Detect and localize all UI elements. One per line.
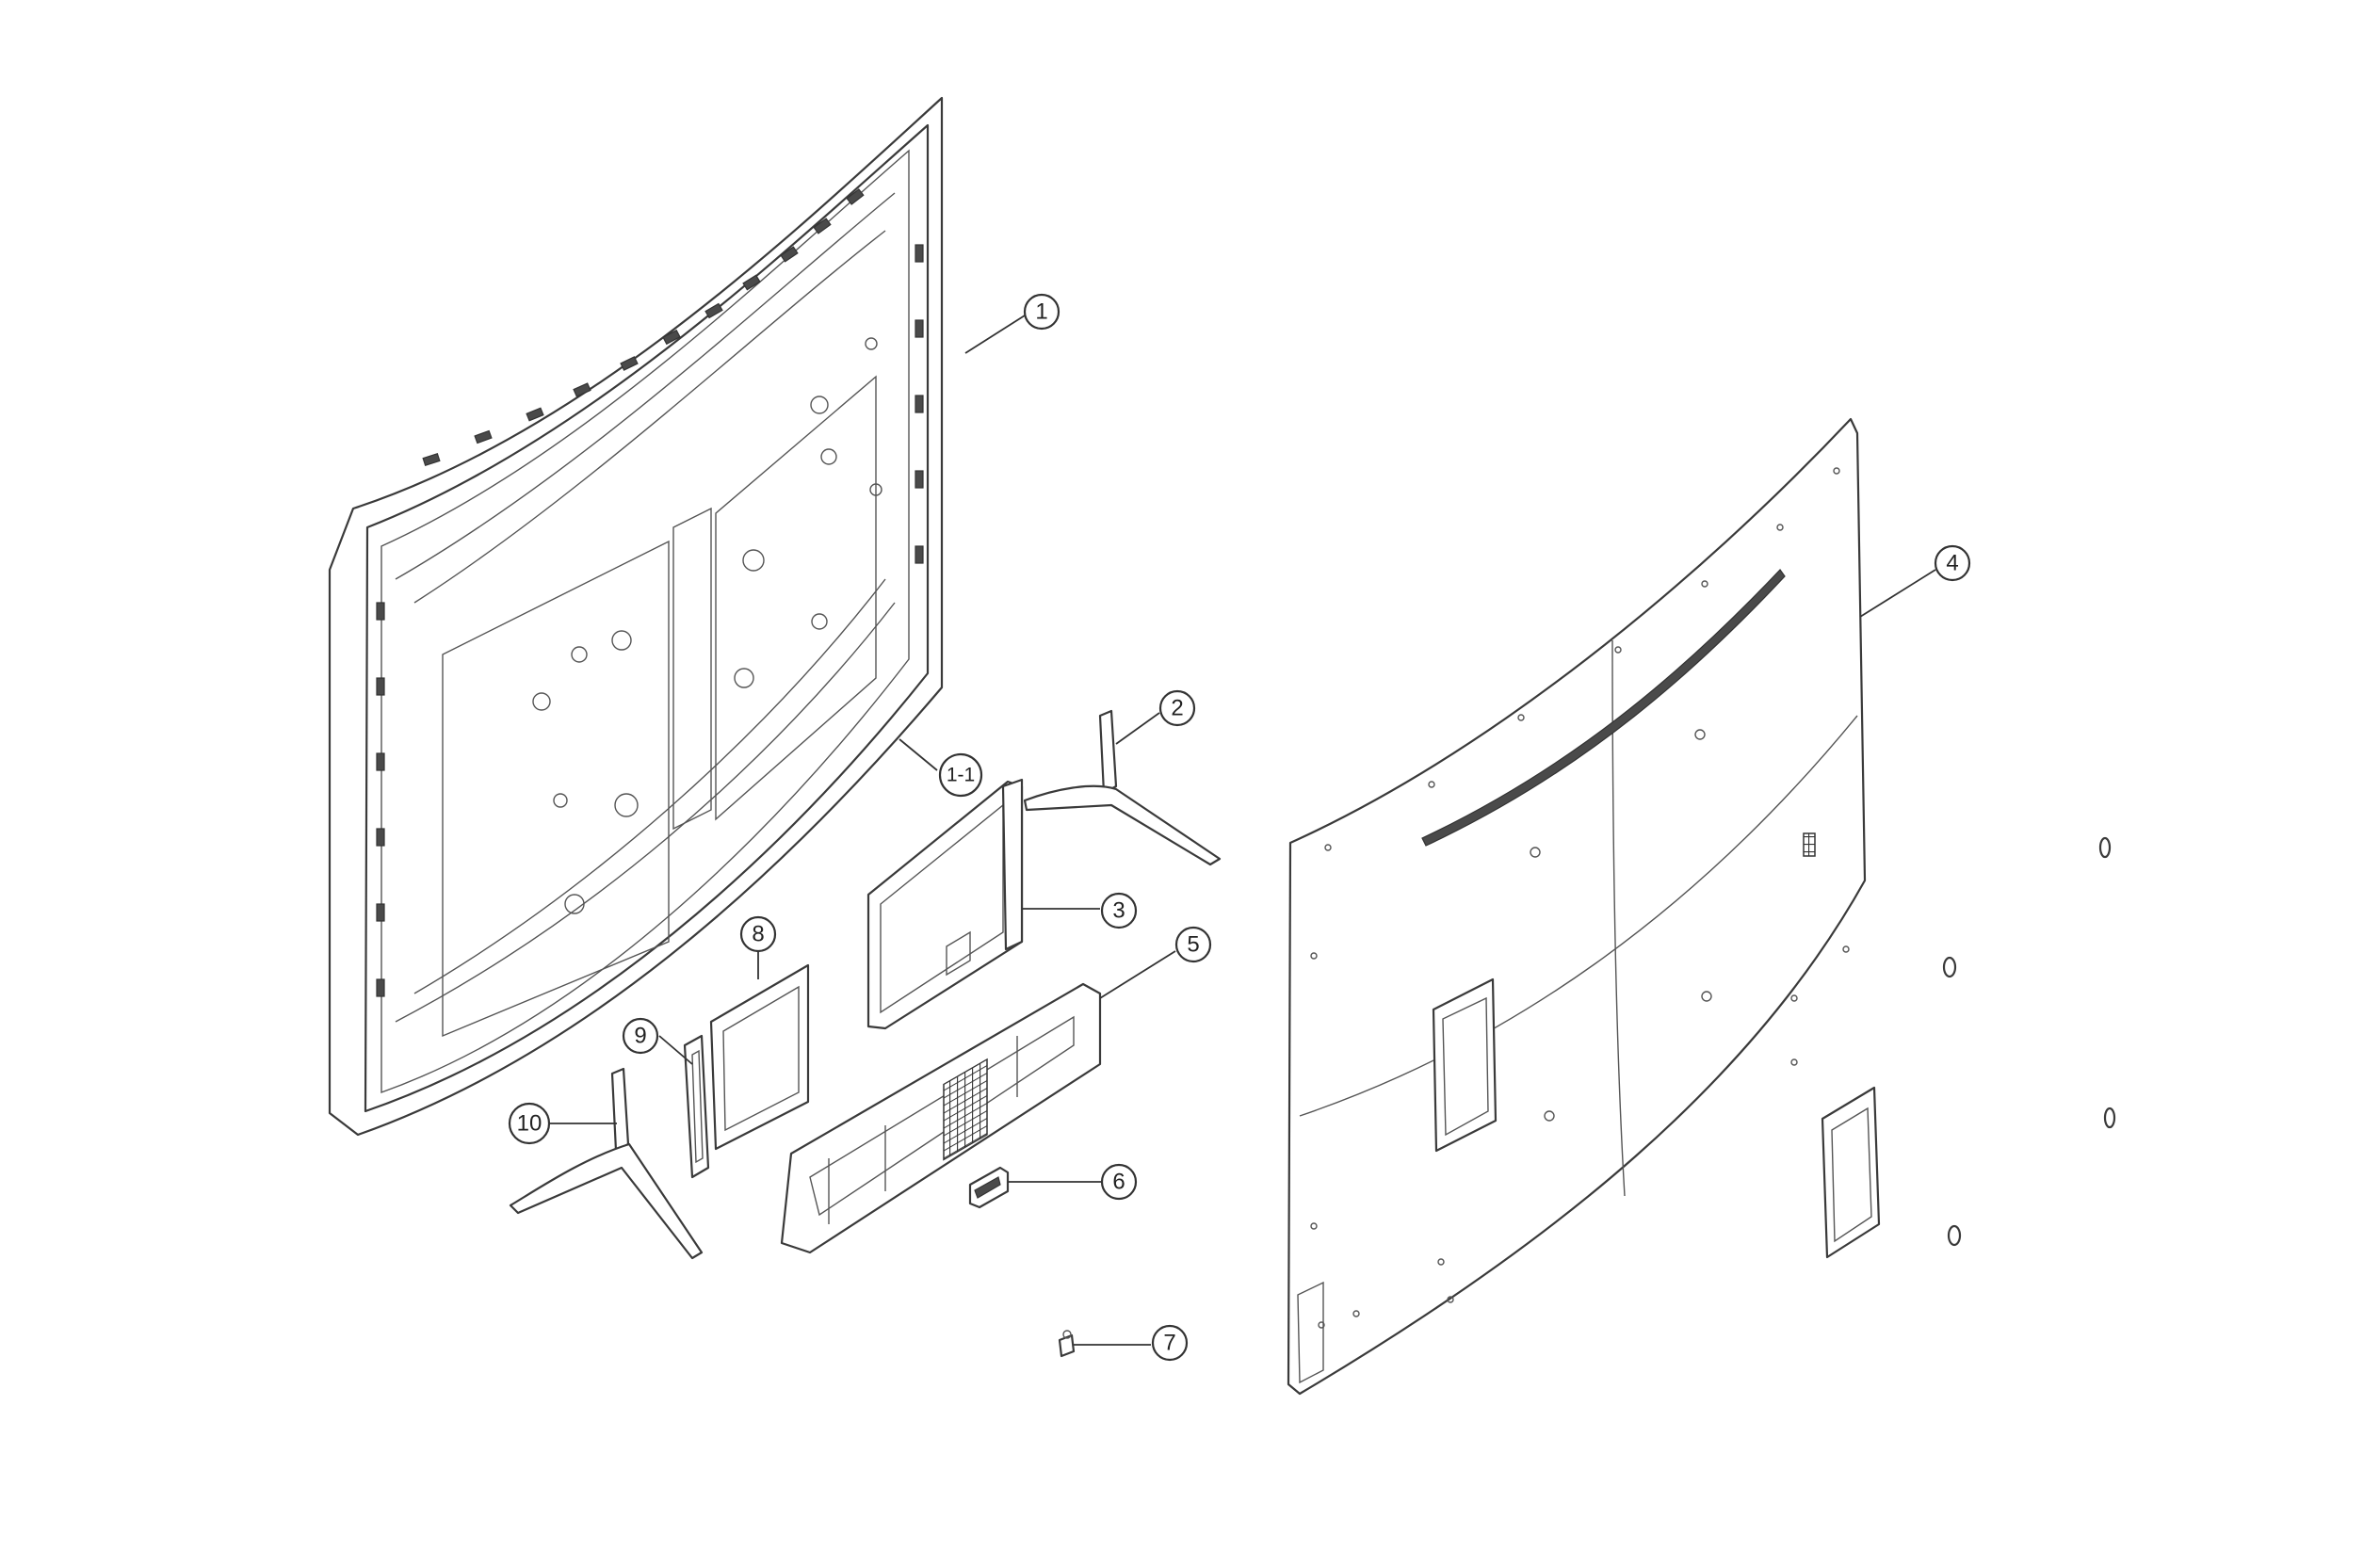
leader-lines <box>549 315 1936 1346</box>
callout-8-label: 8 <box>752 922 764 947</box>
callout-3-label: 3 <box>1112 898 1125 924</box>
part-9-side-bar <box>683 1034 710 1179</box>
callout-1-1-label: 1-1 <box>947 765 975 786</box>
callout-9-label: 9 <box>634 1024 646 1049</box>
part-1-panel-frame <box>328 96 944 1137</box>
callout-3: 3 <box>1100 892 1138 929</box>
part-7-screw <box>1058 1330 1076 1358</box>
part-2-stand-right <box>1023 709 1222 866</box>
foot <box>2103 1107 2116 1129</box>
part-4-back-cover <box>1287 417 1867 1396</box>
callout-1-label: 1 <box>1035 299 1047 325</box>
callout-4-label: 4 <box>1946 551 1958 576</box>
callout-8: 8 <box>739 915 777 953</box>
part-8-board <box>709 963 810 1151</box>
callout-10: 10 <box>508 1102 551 1145</box>
part-10-stand-left <box>509 1067 704 1260</box>
callout-5: 5 <box>1174 926 1212 963</box>
callout-6-label: 6 <box>1112 1170 1125 1195</box>
callout-5-label: 5 <box>1187 932 1199 958</box>
part-6-module <box>968 1166 1010 1209</box>
foot <box>2098 836 2112 859</box>
foot <box>1942 956 1957 978</box>
callout-7: 7 <box>1151 1324 1189 1362</box>
callout-2: 2 <box>1158 689 1196 727</box>
part-5-bracket <box>780 982 1102 1254</box>
part-3-main-board <box>866 778 1024 1030</box>
callout-2-label: 2 <box>1171 696 1183 721</box>
callout-9: 9 <box>622 1017 659 1055</box>
callout-6: 6 <box>1100 1163 1138 1201</box>
terminal-cover <box>1821 1086 1881 1259</box>
callout-1-1: 1-1 <box>938 752 983 798</box>
callout-7-label: 7 <box>1163 1331 1175 1356</box>
callout-4: 4 <box>1934 544 1971 582</box>
rubber-feet <box>1942 836 2116 1247</box>
callout-1: 1 <box>1023 293 1060 331</box>
callout-10-label: 10 <box>517 1111 542 1137</box>
foot <box>1947 1224 1962 1247</box>
